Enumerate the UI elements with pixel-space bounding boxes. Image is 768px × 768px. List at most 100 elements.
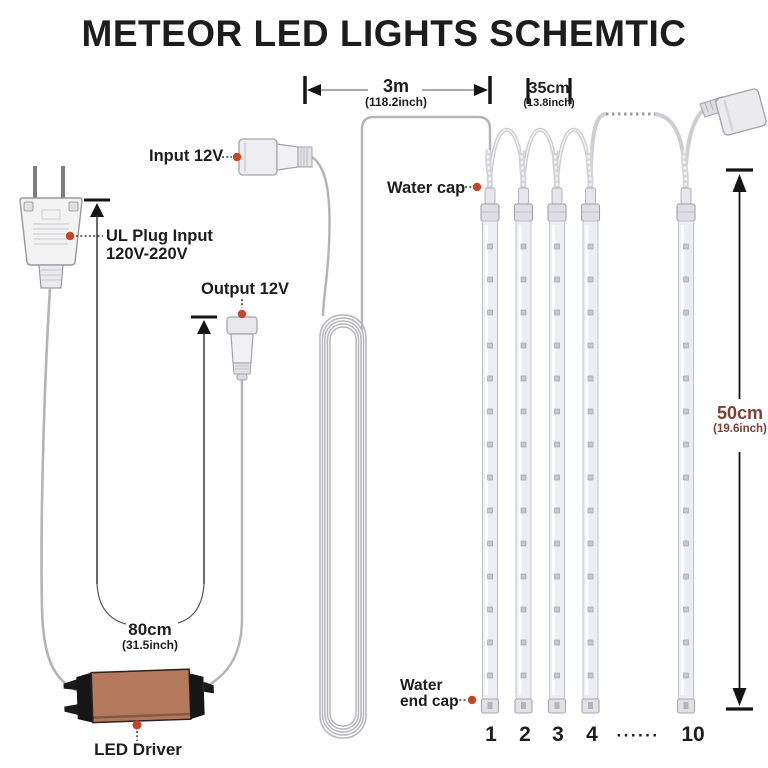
led-chip xyxy=(554,375,560,382)
tube-body xyxy=(482,220,498,700)
water-end-cap-label: Water end cap xyxy=(400,678,459,710)
led-chip xyxy=(520,309,527,316)
led-chip xyxy=(554,243,560,250)
led-chip xyxy=(683,573,689,580)
led-chip xyxy=(487,507,493,514)
ul-plug-label: UL Plug Input 120V-220V xyxy=(106,227,213,263)
tube-highlight xyxy=(585,225,589,695)
tube-number-3: 3 xyxy=(552,723,564,746)
cable-clip xyxy=(680,187,692,205)
cable-clip xyxy=(484,187,496,205)
coil-loop xyxy=(326,323,360,730)
coil-loop xyxy=(319,314,367,739)
led-chip xyxy=(587,606,594,613)
ul-plug-line1: UL Plug Input xyxy=(106,227,213,245)
water-cap-ring xyxy=(547,203,567,222)
driver-shadow xyxy=(92,712,191,719)
meteor-tube-3 xyxy=(547,149,567,714)
dim-80cm-value: 80cm xyxy=(128,620,172,639)
plug-prong xyxy=(33,166,37,200)
tube-highlight xyxy=(485,225,488,695)
led-chip xyxy=(520,639,527,646)
dim-80cm-alt: (31.5inch) xyxy=(121,637,179,652)
output-12v-label: Output 12V xyxy=(200,280,290,298)
dim-arrow-down xyxy=(732,688,747,706)
led-chip xyxy=(554,474,560,481)
end-cap-hole xyxy=(683,702,689,709)
led-chip xyxy=(520,474,527,481)
dim-35cm-value: 35cm xyxy=(528,80,570,97)
dim-35cm-lines xyxy=(526,78,572,104)
tube-number-1: 1 xyxy=(485,723,497,746)
coil-loop xyxy=(324,320,362,733)
led-chip xyxy=(683,540,689,547)
led-chip xyxy=(554,573,560,580)
led-chip xyxy=(587,573,594,580)
led-chip xyxy=(587,309,594,316)
led-driver xyxy=(63,668,214,724)
led-chip xyxy=(587,342,594,349)
water-cap-ring xyxy=(513,203,534,222)
tube-body xyxy=(582,220,599,700)
tube-highlight xyxy=(552,225,555,695)
tube-body xyxy=(549,220,565,700)
dim-50cm-alt: (19.6inch) xyxy=(713,422,767,435)
plug-screw xyxy=(23,201,34,212)
dim-50cm-lines xyxy=(726,168,753,711)
led-chip xyxy=(683,276,689,283)
led-chip xyxy=(520,342,527,349)
led-chip xyxy=(587,507,594,514)
end-connector-cap xyxy=(715,88,767,136)
led-chip xyxy=(683,375,689,382)
meteor-tube-2 xyxy=(513,149,534,714)
meteor-tube-10 xyxy=(676,149,696,714)
meteor-tube-4 xyxy=(580,149,601,714)
led-chip xyxy=(554,672,560,679)
led-chip xyxy=(487,309,493,316)
driver-tab xyxy=(63,679,78,691)
water-end-cap-line1: Water xyxy=(400,677,443,694)
wire-from-gap xyxy=(654,112,688,196)
driver-end-cap xyxy=(76,672,93,723)
connector-ribs xyxy=(232,362,252,375)
led-chip xyxy=(520,375,527,382)
led-chip xyxy=(683,606,689,613)
callout-dot-output xyxy=(237,309,247,319)
page-title: METEOR LED LIGHTS SCHEMTIC xyxy=(81,13,687,54)
dim-arrow-left xyxy=(307,84,321,96)
tube-number-2: 2 xyxy=(519,723,531,746)
connector-rib-lines xyxy=(235,365,249,370)
dim-3m-lines xyxy=(303,76,492,104)
led-chip xyxy=(554,342,560,349)
wire-coil xyxy=(319,314,367,739)
led-chip xyxy=(487,606,493,613)
led-chip xyxy=(487,441,493,448)
connector-ribs xyxy=(297,146,313,168)
dim-curve xyxy=(177,583,205,624)
connector-body xyxy=(276,143,299,171)
connector-rib-lines xyxy=(300,148,308,167)
tube-number-4: 4 xyxy=(586,723,598,746)
led-chip xyxy=(520,573,527,580)
tube-arch-core xyxy=(489,129,592,196)
led-chip xyxy=(520,507,527,514)
water-cap-ring xyxy=(480,203,500,222)
dim-3m-alt: (118.2inch) xyxy=(364,94,428,109)
end-cap-hole xyxy=(554,702,560,709)
connector-cap xyxy=(226,316,258,335)
led-chip xyxy=(683,408,689,415)
led-chip xyxy=(554,507,560,514)
driver-tab xyxy=(203,681,214,694)
input-12v-label: Input 12V xyxy=(149,147,224,165)
cable-clip xyxy=(518,187,529,205)
tube-body xyxy=(678,220,694,700)
end-connector xyxy=(699,88,767,136)
dim-curve xyxy=(96,583,127,625)
plug-label-emboss xyxy=(41,209,61,220)
led-chip xyxy=(520,408,527,415)
led-chip xyxy=(587,672,594,679)
ul-plug-line2: 120V-220V xyxy=(106,245,188,263)
led-chip xyxy=(683,342,689,349)
power-cord xyxy=(40,287,81,694)
